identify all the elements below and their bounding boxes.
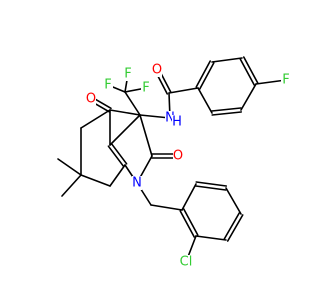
bond-B2-B3 <box>195 235 227 241</box>
bond-Ar1-Ar2 <box>198 62 215 90</box>
atom-n-ring: N <box>132 176 142 191</box>
atom-o-ketone: O <box>86 92 96 107</box>
bond-C3-CF3 <box>124 91 141 116</box>
atom-label-text: Cl <box>180 255 193 270</box>
bond-Ar5-Ar6 <box>211 111 243 116</box>
atom-label-text: N <box>132 176 142 191</box>
bond-C3a-C7a <box>110 143 128 165</box>
bond-B6-B1 <box>181 183 197 211</box>
bond-Ar1-Ar2 <box>195 60 212 88</box>
atom-label-background <box>178 255 194 269</box>
bond-Ar2-Ar3 <box>211 57 243 63</box>
bond-C3-C3a <box>109 114 141 146</box>
atom-cl: Cl <box>178 255 194 270</box>
atom-label-background <box>132 176 142 190</box>
atom-label-background <box>281 73 291 87</box>
bond-C6-Me2 <box>61 174 82 197</box>
atom-label-background <box>152 63 162 77</box>
atom-f-cf3-c: F <box>141 81 151 96</box>
bond-Ar5-Ar6 <box>210 107 242 112</box>
atom-label-background <box>172 115 182 129</box>
bond-B3-B4 <box>223 212 241 240</box>
atom-label-text: O <box>152 63 162 78</box>
atom-f-aryl: F <box>281 73 291 88</box>
bond-B5-B6 <box>195 181 228 187</box>
atom-label-background <box>103 78 113 92</box>
atom-f-cf3-b: F <box>123 67 133 82</box>
bond-C7-C7a <box>109 164 126 187</box>
atom-label-text: H <box>172 115 182 130</box>
bond-Ar4-Ar5 <box>240 83 257 111</box>
atom-n-amide: N <box>165 111 175 126</box>
atom-label-background <box>173 149 183 163</box>
atom-h-amide: H <box>172 115 182 130</box>
bond-B5-B6 <box>194 185 227 191</box>
atom-label-text: N <box>165 111 175 126</box>
atom-label-background <box>165 111 175 125</box>
atom-o-lactam: O <box>173 149 183 164</box>
bond-B1-B2 <box>179 210 196 238</box>
bond-Ar6-Ar1 <box>197 87 213 114</box>
bond-Ar3-Ar4 <box>239 58 256 86</box>
atom-label-text: F <box>104 78 111 93</box>
atom-label-text: O <box>86 92 96 107</box>
bond-C4-C3 <box>109 109 141 116</box>
atom-label-text: O <box>173 149 183 164</box>
atom-label-text: F <box>282 73 289 88</box>
bond-C4-C5 <box>80 109 111 129</box>
bond-Ar3-Ar4 <box>242 56 259 84</box>
atom-label-text: F <box>124 67 131 82</box>
bond-C6-C7 <box>80 174 111 187</box>
bond-C3a-C7a <box>107 145 125 167</box>
bond-C6-Me1 <box>57 158 82 176</box>
atom-o-amide: O <box>152 63 162 78</box>
bond-C2-C3 <box>139 114 153 157</box>
atom-f-cf3-a: F <box>103 78 113 93</box>
atom-label-background <box>141 81 151 95</box>
bond-C_am-Ar1 <box>168 87 199 94</box>
atom-label-background <box>123 67 133 81</box>
atom-label-background <box>86 92 96 106</box>
bond-B1-B2 <box>182 208 199 236</box>
bond-B4-B5 <box>225 187 242 215</box>
atom-label-text: F <box>142 81 149 96</box>
bond-B3-B4 <box>226 214 244 242</box>
bond-CH2-B1 <box>150 204 183 211</box>
